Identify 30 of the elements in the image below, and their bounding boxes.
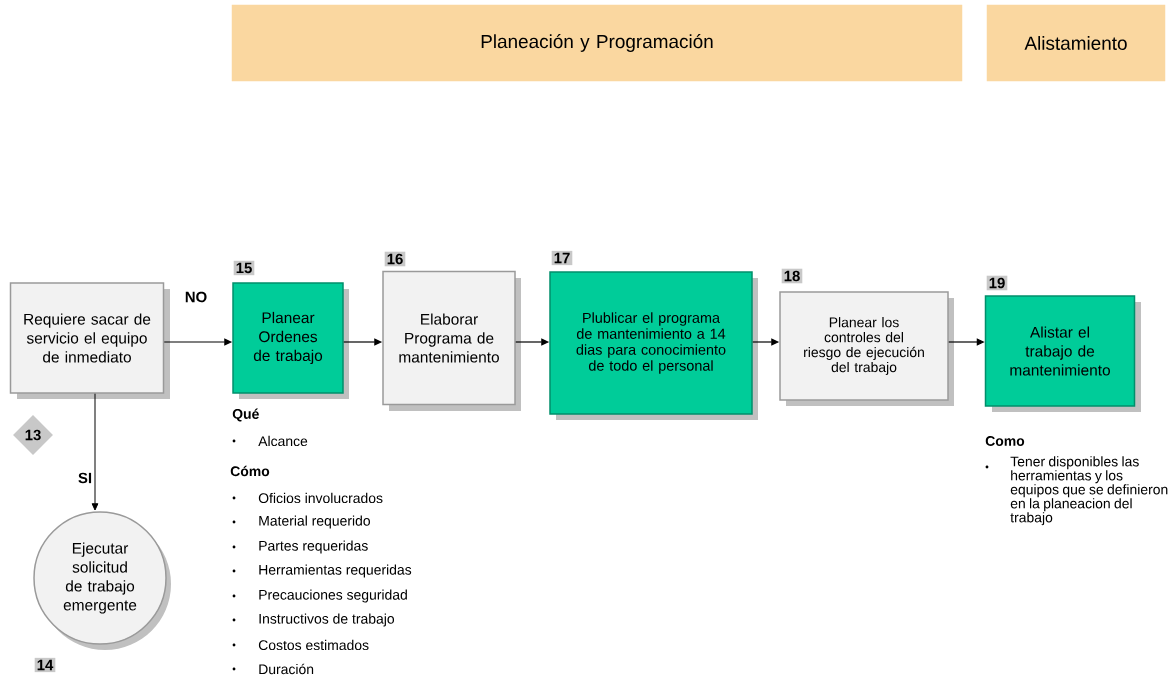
step-number: 19 — [986, 275, 1008, 291]
list-heading: Qué — [232, 408, 259, 422]
edge-label: SI — [78, 472, 92, 484]
list-item: Material requerido — [232, 515, 370, 529]
phase-band: Alistamiento — [986, 4, 1166, 82]
phase-band: Planeación y Programación — [231, 4, 963, 82]
list-item: Alcance — [232, 435, 308, 447]
list-item: Precauciones seguridad — [232, 589, 407, 603]
process-box: Planear Ordenes de trabajo — [232, 282, 349, 399]
process-box: Alistar el trabajo de mantenimiento — [984, 295, 1141, 412]
list-heading: Como — [985, 436, 1025, 446]
arrow — [91, 393, 99, 511]
process-box: Elaborar Programa de mantenimiento — [382, 270, 521, 411]
step-number: 17 — [551, 250, 573, 266]
list-item: Costos estimados — [232, 639, 369, 651]
list-heading: Cómo — [230, 465, 270, 477]
step-number: 16 — [384, 251, 406, 267]
list-item: Partes requeridas — [232, 540, 368, 554]
process-box: Plublicar el programa de mantenimiento a 14 dias para conocimiento de todo el personal — [549, 271, 758, 420]
step-number: 18 — [781, 268, 803, 284]
list-item: Herramientas requeridas — [232, 564, 412, 578]
list-item: Tener disponibles las herramientas y los equipos que se definieron en la planeacion del trabajo — [985, 456, 1168, 526]
list-item: Instructivos de trabajo — [232, 613, 395, 627]
list-item: Duración — [232, 663, 314, 675]
edge-label: NO — [185, 291, 207, 303]
process-box: Planear los controles del riesgo de ejecución del trabajo — [779, 291, 954, 406]
step-number: 15 — [233, 260, 255, 276]
list-item: Oficios involucrados — [232, 492, 383, 504]
process-box: Requiere sacar de servicio el equipo de inmediato — [9, 282, 170, 399]
step-number: 14 — [34, 657, 56, 673]
